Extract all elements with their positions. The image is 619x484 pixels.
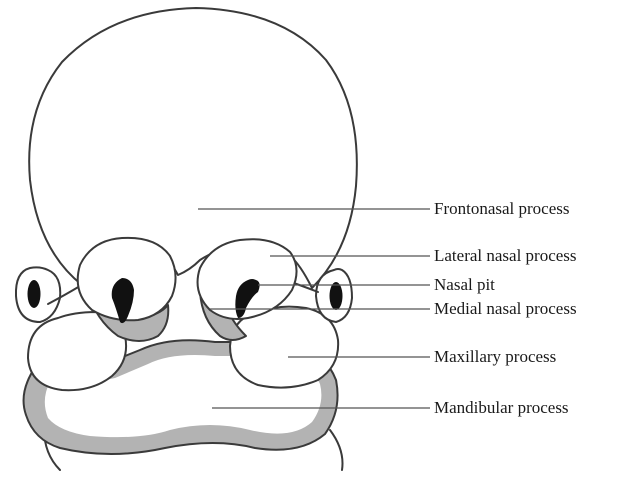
- label-lateral-nasal-process: Lateral nasal process: [434, 246, 577, 266]
- label-medial-nasal-process: Medial nasal process: [434, 299, 577, 319]
- label-mandibular-process: Mandibular process: [434, 398, 569, 418]
- label-frontonasal-process: Frontonasal process: [434, 199, 570, 219]
- label-maxillary-process: Maxillary process: [434, 347, 556, 367]
- eye-left-pupil: [28, 280, 41, 308]
- label-nasal-pit: Nasal pit: [434, 275, 495, 295]
- eye-right-pupil: [330, 282, 343, 310]
- frontonasal-process: [29, 8, 357, 288]
